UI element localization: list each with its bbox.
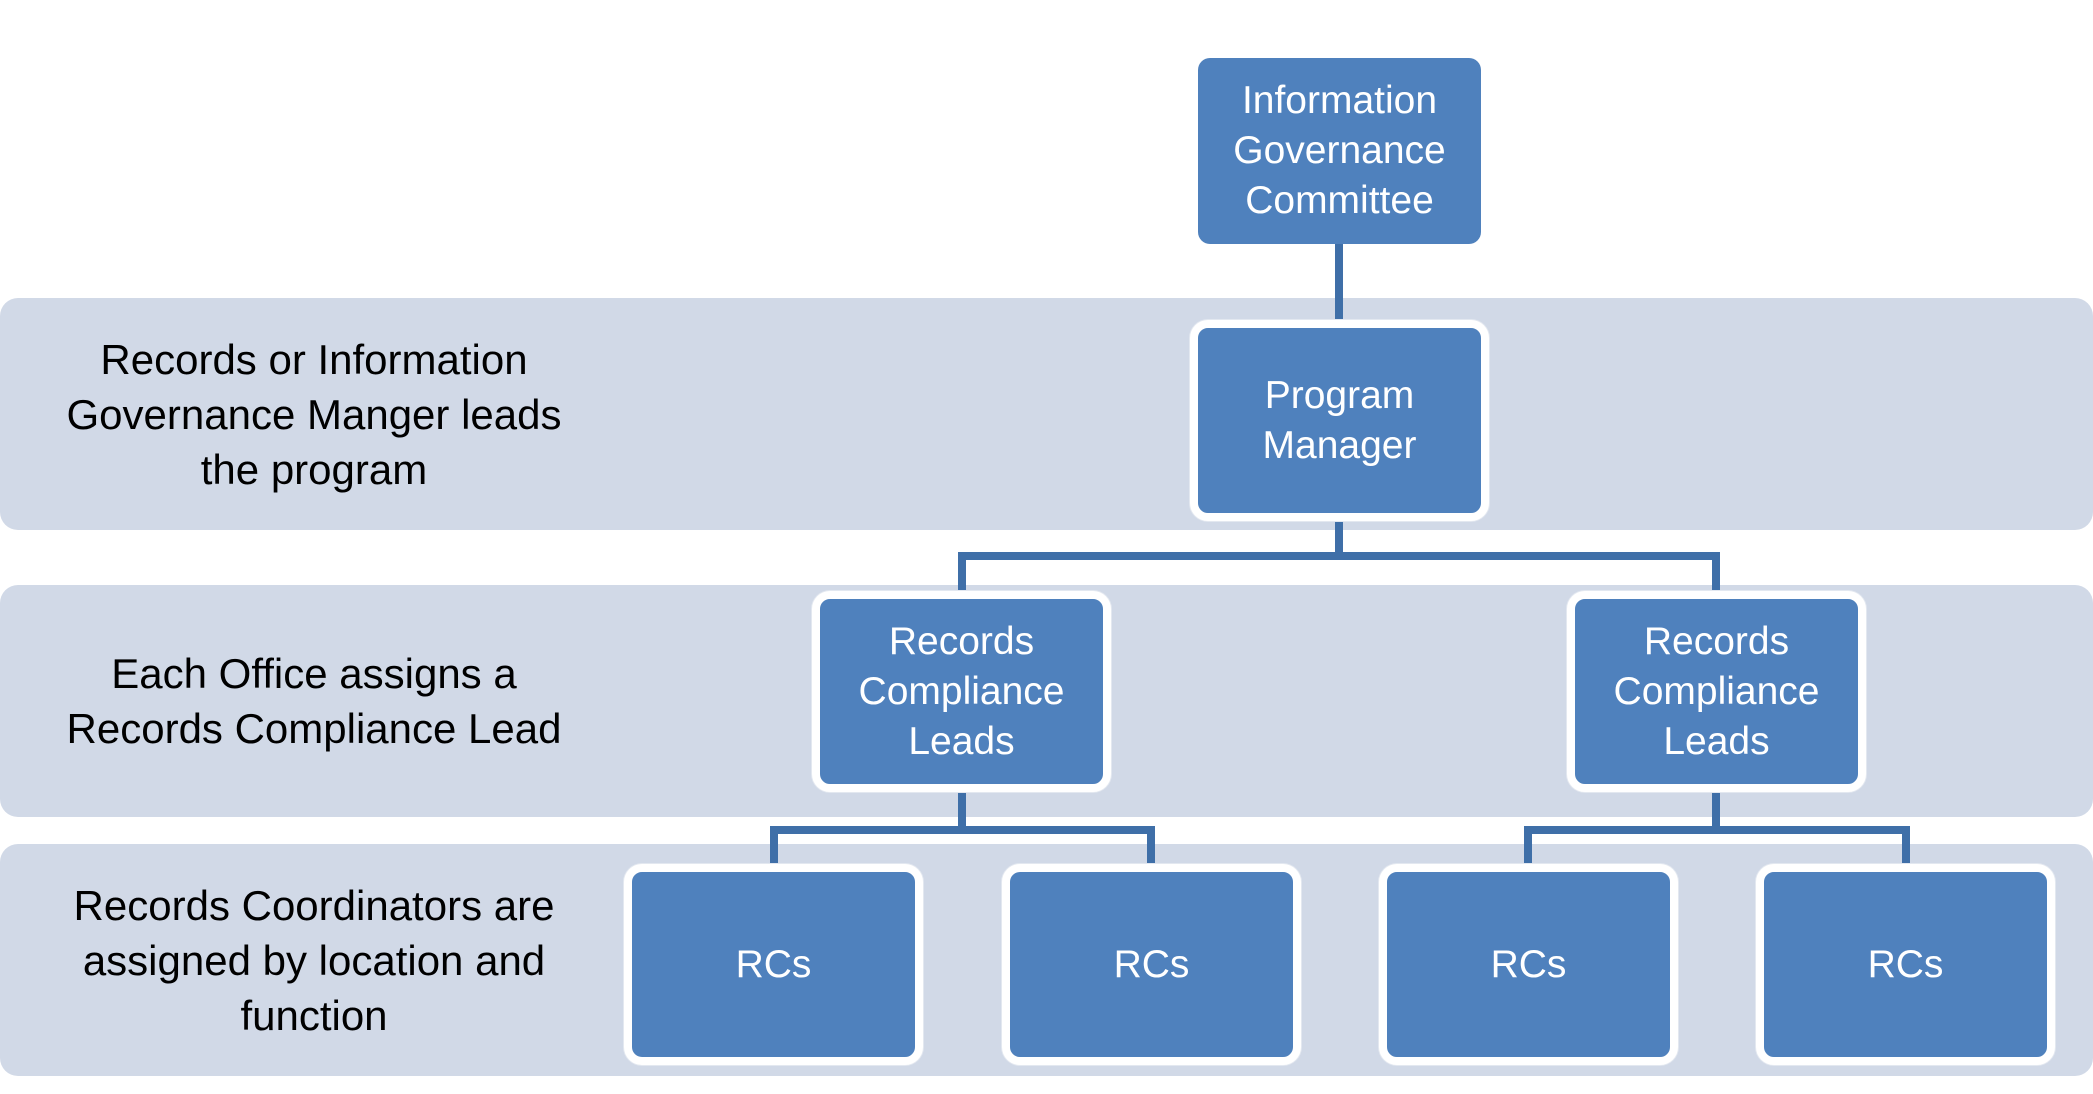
node-rcs-4: RCs	[1756, 864, 2055, 1065]
node-rcs-2: RCs	[1002, 864, 1301, 1065]
band-label-coordinators: Records Coordinators are assigned by loc…	[73, 881, 555, 1039]
node-program-manager: Program Manager	[1190, 320, 1489, 521]
node-information-governance-committee: Information Governance Committee	[1198, 58, 1481, 244]
connector-pm-leads	[958, 552, 1720, 595]
connector-lead1-rcs	[770, 826, 1155, 868]
node-records-compliance-leads-2: Records Compliance Leads	[1567, 591, 1866, 792]
connector-lead2-rcs	[1524, 826, 1910, 868]
band-label-office: Each Office assigns a Records Compliance…	[66, 650, 562, 752]
node-records-compliance-leads-1: Records Compliance Leads	[812, 591, 1111, 792]
band-program-level: Records or Information Governance Manger…	[0, 298, 2093, 530]
node-rcs-3: RCs	[1379, 864, 1678, 1065]
node-rcs-1: RCs	[624, 864, 923, 1065]
band-label-program: Records or Information Governance Manger…	[66, 335, 562, 493]
